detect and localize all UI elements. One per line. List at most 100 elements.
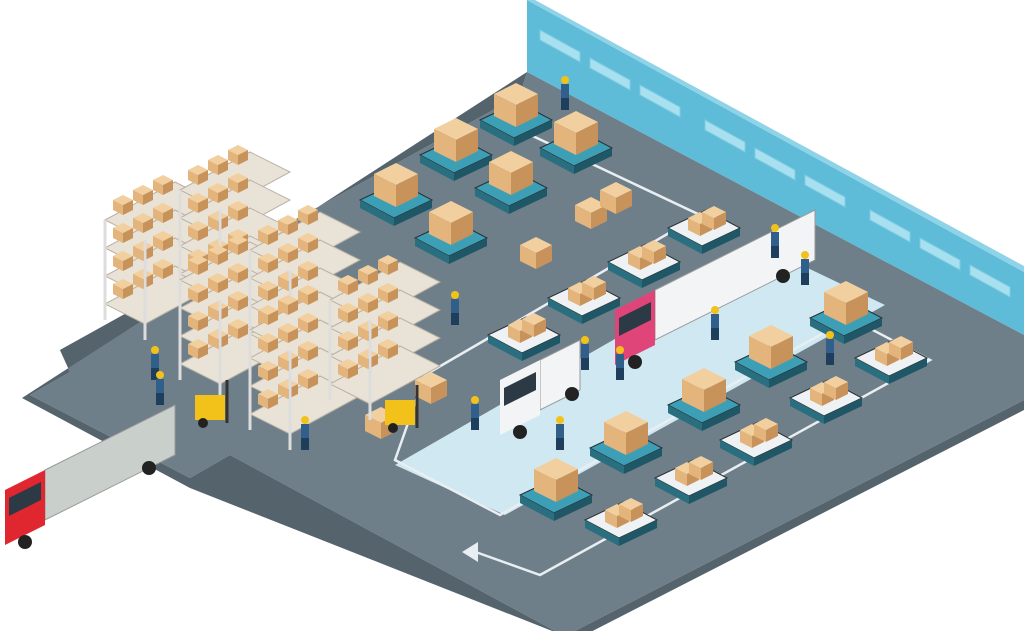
box-left: [338, 364, 348, 379]
box-right: [308, 290, 318, 305]
worker: [556, 416, 564, 450]
box-right: [143, 190, 153, 205]
forklift-body: [385, 400, 415, 425]
box-left: [298, 266, 308, 281]
box-left: [113, 200, 123, 215]
shelf-boxes: [258, 285, 318, 325]
worker-legs: [556, 438, 564, 450]
box-left: [568, 288, 580, 306]
box-right: [654, 246, 666, 264]
shelf-boxes: [188, 145, 248, 185]
worker-helmet: [616, 346, 624, 354]
shelf-boxes: [113, 231, 173, 271]
worker-body: [156, 379, 164, 393]
box-right: [288, 248, 298, 263]
box-left: [675, 468, 687, 486]
cart-side: [810, 318, 844, 344]
cart-side: [720, 440, 754, 466]
box-left: [208, 334, 218, 349]
wall-window: [754, 147, 796, 181]
box-left: [298, 210, 308, 225]
box-left: [153, 236, 163, 251]
box-right: [846, 292, 868, 325]
box-left: [575, 205, 591, 229]
box-right: [308, 318, 318, 333]
box-left: [153, 208, 163, 223]
box-right: [218, 160, 228, 175]
box-right: [268, 366, 278, 381]
box-right: [431, 380, 447, 404]
box-left: [582, 282, 594, 300]
worker-legs: [451, 313, 459, 325]
box-left: [258, 310, 268, 325]
box-left: [619, 504, 631, 522]
wall-window: [589, 57, 631, 91]
box-right: [536, 245, 552, 269]
box-right: [163, 236, 173, 251]
box-right: [308, 374, 318, 389]
box-right: [198, 226, 208, 241]
box-right: [238, 178, 248, 193]
cart-side: [522, 335, 560, 361]
box-left: [600, 190, 616, 214]
box-right: [308, 266, 318, 281]
cart-side: [454, 155, 492, 181]
truck-wheel: [565, 387, 579, 401]
worker: [826, 331, 834, 365]
truck-windshield: [504, 372, 536, 406]
truck-wheel: [513, 425, 527, 439]
cart-side: [702, 405, 740, 431]
cart-side: [608, 262, 642, 288]
shelf-boxes: [188, 291, 248, 331]
delivery-truck-red: [5, 404, 176, 549]
worker-body: [301, 424, 309, 438]
cargo-cart: [546, 276, 622, 324]
box-left: [228, 178, 238, 193]
box-right: [123, 200, 133, 215]
box-right: [198, 260, 208, 275]
box-right: [626, 422, 648, 455]
worker: [156, 371, 164, 405]
worker-legs: [616, 368, 624, 380]
shelf-boxes: [113, 175, 173, 215]
forklift: [385, 385, 419, 433]
box-left: [133, 246, 143, 261]
truck-windshield: [9, 482, 41, 516]
box-right: [268, 258, 278, 273]
box-left: [628, 252, 640, 270]
cargo-cart: [583, 498, 659, 546]
worker: [801, 251, 809, 285]
cart-side: [554, 495, 592, 521]
worker-legs: [471, 418, 479, 430]
box-left: [278, 220, 288, 235]
box-left: [298, 238, 308, 253]
box-left: [258, 394, 268, 409]
box-left: [278, 356, 288, 371]
shelf-boxes: [338, 283, 398, 323]
shelf-boxes: [113, 203, 173, 243]
worker: [471, 396, 479, 430]
cart-side: [668, 228, 702, 254]
worker-body: [826, 339, 834, 353]
shelf-boxes: [338, 339, 398, 379]
box-stack: [575, 197, 607, 229]
cart-side: [509, 188, 547, 214]
worker-legs: [151, 368, 159, 380]
wall-window: [639, 84, 681, 118]
truck-windshield: [619, 302, 651, 336]
box-right: [198, 344, 208, 359]
box-left: [702, 212, 714, 230]
box-right: [288, 220, 298, 235]
box-right: [268, 310, 278, 325]
cart-side: [582, 298, 620, 324]
box-left: [358, 270, 368, 285]
box-right: [368, 298, 378, 313]
box-right: [123, 256, 133, 271]
cargo-cart: [788, 376, 864, 424]
worker-legs: [301, 438, 309, 450]
box-right: [701, 462, 713, 480]
box-left: [153, 264, 163, 279]
worker-helmet: [151, 346, 159, 354]
box-left: [824, 382, 836, 400]
worker-body: [471, 404, 479, 418]
